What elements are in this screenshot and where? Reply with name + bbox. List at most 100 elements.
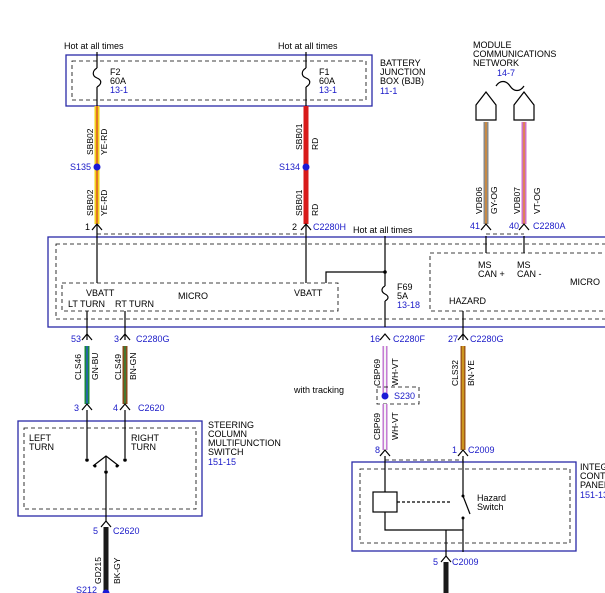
rt-turn-label: RT TURN [115,299,154,309]
splice-s135-dot [93,163,101,171]
s230-dash-box [376,386,420,405]
icp-inner-dash [359,468,571,544]
scm-label-2: COLUMN [208,429,247,439]
connector-c2280g-pin53-arrow [81,333,93,341]
icp-label-1: INTEG [580,462,605,472]
color-sbb01-bot: RD [310,204,320,216]
mcn-ref: 14-7 [497,68,515,78]
ms-can-minus-2: CAN - [517,269,542,279]
mcn-label-3: NETWORK [473,58,519,68]
fuse-f2-ref: 13-1 [110,85,128,95]
c2620-top-name: C2620 [138,403,165,413]
connector-c2009-pin8-arrow [379,449,391,457]
hot-at-all-times-f1: Hot at all times [278,41,338,51]
hazard-relay-icon [372,491,398,513]
icp-ref: 151-13 [580,490,605,500]
c2280a-pin41: 41 [470,221,480,231]
hot-at-all-times-f69: Hot at all times [353,225,413,235]
connector-c2280g-pin27-arrow [457,333,469,341]
scm-label-3: MULTIFUNCTION [208,438,281,448]
fuse-f1-ref: 13-1 [319,85,337,95]
bjb-ref: 11-1 [380,86,397,96]
splice-s230-label: S230 [394,391,415,401]
bjb-label-1: BATTERY [380,58,421,68]
fuse-f2-rating: 60A [110,76,126,86]
network-node-right-icon [513,91,535,121]
connector-c2620-pin4-arrow [119,403,131,411]
color-cls49: BN-GN [128,353,138,380]
c2620-pin4: 4 [113,403,118,413]
c2280h-pin1: 1 [85,222,90,232]
c2280g-pin3: 3 [114,334,119,344]
hazard-label: HAZARD [449,296,487,306]
mcn-label-2: COMMUNICATIONS [473,49,556,59]
icp-box [351,461,577,552]
ms-can-plus-2: CAN + [478,269,505,279]
color-vdb07: VT-OG [532,188,542,214]
circuit-cbp69-bot: CBP69 [372,413,382,440]
mcn-label-1: MODULE [473,40,512,50]
circuit-cbp69-top: CBP69 [372,359,382,386]
circuit-vdb07: VDB07 [512,187,522,214]
fuse-f69-name: F69 [397,282,413,292]
switch-contact-left [85,458,89,462]
color-cls32: BN-YE [466,360,476,386]
circuit-gd215: GD215 [93,557,103,584]
color-cbp69-top: WH-VT [390,358,400,386]
c2280f-name: C2280F [393,334,426,344]
with-tracking-label: with tracking [293,385,344,395]
c2280g-a-name: C2280G [136,334,170,344]
main-module-box [47,236,605,328]
c2280g-pin27: 27 [448,334,458,344]
micro-left-dash [61,282,339,312]
connector-c2280a-pin41-arrow [480,223,492,231]
fuse-f69-rating: 5A [397,291,408,301]
c2280g-pin53: 53 [71,334,81,344]
switch-contact-right [123,458,127,462]
ms-can-plus-1: MS [478,260,492,270]
c2280a-pin40: 40 [509,221,519,231]
left-turn-label-1: LEFT [29,433,52,443]
vbatt-left: VBATT [86,288,115,298]
c2620-pin3: 3 [74,403,79,413]
circuit-sbb01-bot: SBB01 [294,189,304,216]
vbatt-right: VBATT [294,288,323,298]
c2009-pin5: 5 [433,557,438,567]
splice-s212-label: S212 [76,585,97,593]
left-turn-label-2: TURN [29,442,54,452]
micro-left: MICRO [178,291,208,301]
splice-s212-dot [102,589,110,593]
circuit-sbb02-top: SBB02 [85,128,95,155]
splice-s230-dot [381,392,389,400]
c2009-bot-name: C2009 [452,557,479,567]
circuit-sbb01-top: SBB01 [294,123,304,150]
icp-label-2: CONT [580,471,605,481]
connector-c2620-pin5-arrow [100,520,112,528]
ms-can-minus-1: MS [517,260,531,270]
fuse-f1-name: F1 [319,67,330,77]
hazard-switch-icon [462,495,471,515]
micro-right: MICRO [570,277,600,287]
network-node-left-icon [475,91,497,121]
scm-label-4: SWITCH [208,447,244,457]
connector-c2280a-pin40-arrow [518,223,530,231]
fuse-f1-icon [301,67,311,88]
right-turn-label-1: RIGHT [131,433,160,443]
c2009-pin1: 1 [452,445,457,455]
c2280f-pin16: 16 [370,334,380,344]
color-cls46: GN-BU [90,353,100,380]
bjb-label-3: BOX (BJB) [380,76,424,86]
bjb-box [65,54,373,107]
connector-c2280g-pin3-arrow [119,333,131,341]
splice-s134-dot [302,163,310,171]
circuit-cls49: CLS49 [113,354,123,380]
connector-c2009-pin1-arrow [457,449,469,457]
scm-switch-box [17,420,203,517]
circuit-vdb06: VDB06 [474,187,484,214]
scm-switch-inner-dash [23,427,197,510]
connector-c2280f-pin16-arrow [379,333,391,341]
scm-ref: 151-15 [208,457,236,467]
color-gd215: BK-GY [112,557,122,584]
color-sbb02-top: YE-RD [99,129,109,155]
